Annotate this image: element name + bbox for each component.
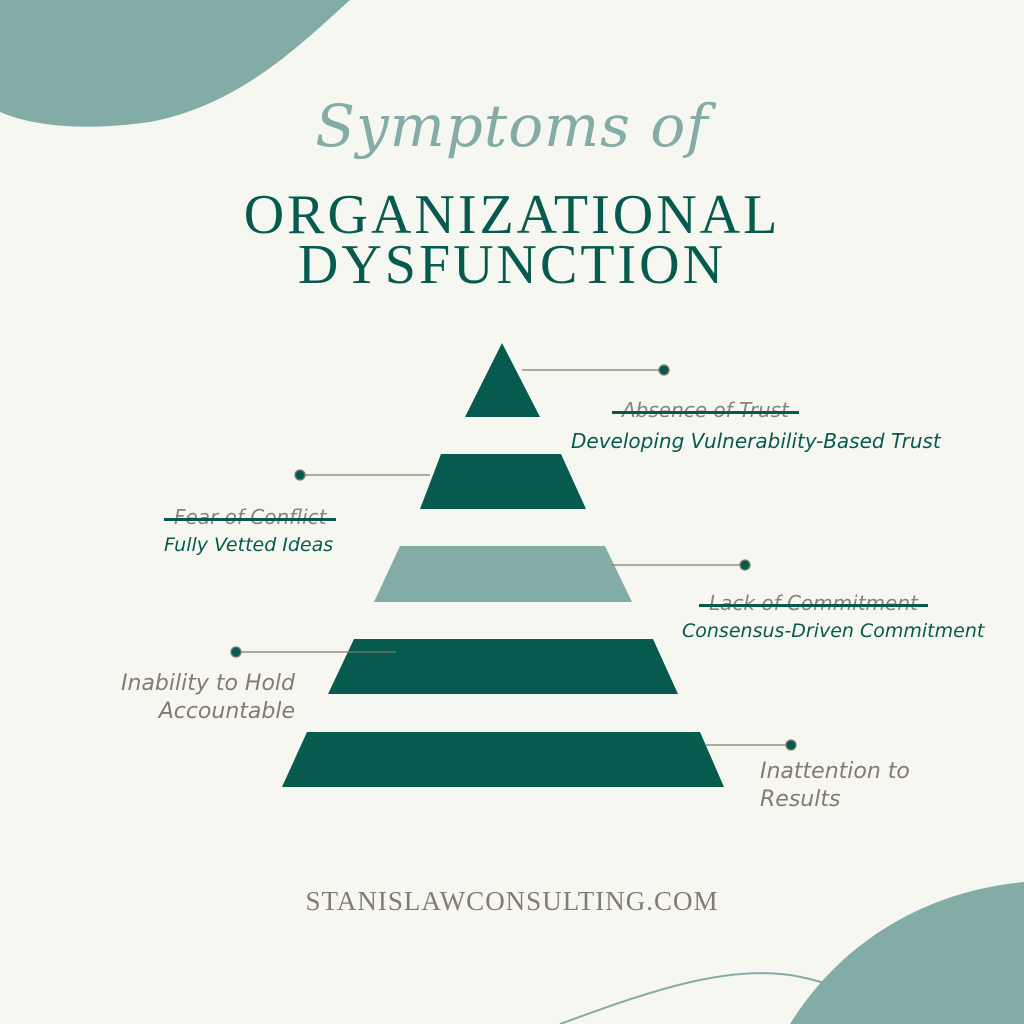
connector-dot-1 xyxy=(658,364,670,376)
label-old-1: Absence of Trust xyxy=(612,398,799,422)
connector-dot-2 xyxy=(294,469,306,481)
label-level-3: Lack of Commitment xyxy=(699,591,1009,615)
label-new-3: Consensus-Driven Commitment xyxy=(682,620,985,642)
label-old-2: Fear of Conflict xyxy=(163,505,338,529)
label-level-4-line2: Accountable xyxy=(158,699,295,724)
pyramid-level-4 xyxy=(328,639,678,694)
label-level-4: Inability to Hold Accountable xyxy=(90,670,295,726)
connector-dot-5 xyxy=(785,739,797,751)
title-line-2: DYSFUNCTION xyxy=(297,234,727,296)
pyramid-level-5 xyxy=(282,732,724,787)
label-level-5-line2: Results xyxy=(760,787,841,812)
label-old-3: Lack of Commitment xyxy=(699,591,928,615)
connector-dot-4 xyxy=(230,646,242,658)
title-script: Symptoms of xyxy=(315,92,709,160)
label-level-1: Absence of Trust xyxy=(612,398,982,422)
label-level-5: Inattention to Results xyxy=(760,758,980,814)
footer-website: STANISLAWCONSULTING.COM xyxy=(305,886,719,916)
label-new-2: Fully Vetted Ideas xyxy=(164,534,334,556)
pyramid-level-3 xyxy=(374,546,632,602)
bottom-wave-line xyxy=(559,972,926,1024)
label-level-4-line1: Inability to Hold xyxy=(120,671,295,696)
top-left-blob xyxy=(0,0,350,127)
bottom-right-blob xyxy=(790,882,1024,1024)
connector-dot-3 xyxy=(739,559,751,571)
pyramid-level-1 xyxy=(465,343,540,417)
title-line-1: ORGANIZATIONAL xyxy=(243,184,781,246)
pyramid-level-2 xyxy=(420,454,586,509)
label-level-2: Fear of Conflict xyxy=(163,505,414,529)
label-new-1: Developing Vulnerability-Based Trust xyxy=(571,429,941,453)
label-level-5-line1: Inattention to xyxy=(760,759,910,784)
